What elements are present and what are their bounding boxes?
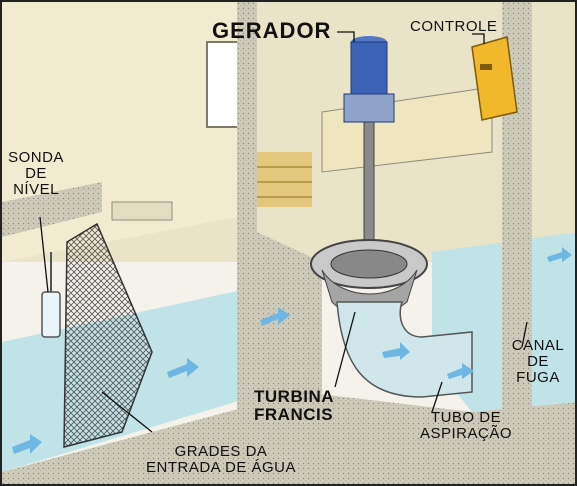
generator: [343, 36, 395, 123]
intake-grates-label: GRADES DA ENTRADA DE ÁGUA: [106, 444, 336, 476]
tailrace-label: CANAL DE FUGA: [502, 338, 574, 385]
control-label: CONTROLE: [410, 18, 498, 35]
control-box: [471, 36, 518, 121]
draft-tube-line-1: TUBO DE: [430, 409, 502, 426]
draft-tube-line-2: ASPIRAÇÃO: [419, 424, 513, 442]
stairs: [257, 152, 312, 207]
right-wall: [502, 2, 532, 484]
deck-slot: [111, 201, 173, 221]
level-probe: [41, 291, 61, 338]
left-wall-cut: [2, 182, 102, 237]
intake-grates-line-1: GRADES DA: [174, 443, 268, 460]
leader-lines: [39, 31, 528, 433]
central-wall: [237, 2, 322, 484]
level-probe-label: SONDA DE NÍVEL: [8, 150, 64, 197]
tailrace-line-3: FUGA: [516, 368, 560, 386]
tailrace-line-1: CANAL: [511, 337, 565, 354]
foundation: [2, 392, 575, 484]
level-probe-line-1: SONDA: [8, 149, 64, 166]
turbine-label: TURBINA FRANCIS: [254, 388, 334, 424]
intake-grate: [63, 222, 153, 448]
level-probe-line-2: DE: [25, 164, 47, 182]
draft-tube-label: TUBO DE ASPIRAÇÃO: [406, 410, 526, 442]
turbine-line-1: TURBINA: [254, 387, 334, 406]
intake-grates-line-2: ENTRADA DE ÁGUA: [145, 458, 297, 476]
level-probe-line-3: NÍVEL: [13, 180, 59, 198]
tailrace-line-2: DE: [527, 352, 549, 370]
generator-label: GERADOR: [212, 18, 332, 43]
flow-arrows: [12, 247, 572, 454]
turbine-line-2: FRANCIS: [254, 404, 334, 424]
